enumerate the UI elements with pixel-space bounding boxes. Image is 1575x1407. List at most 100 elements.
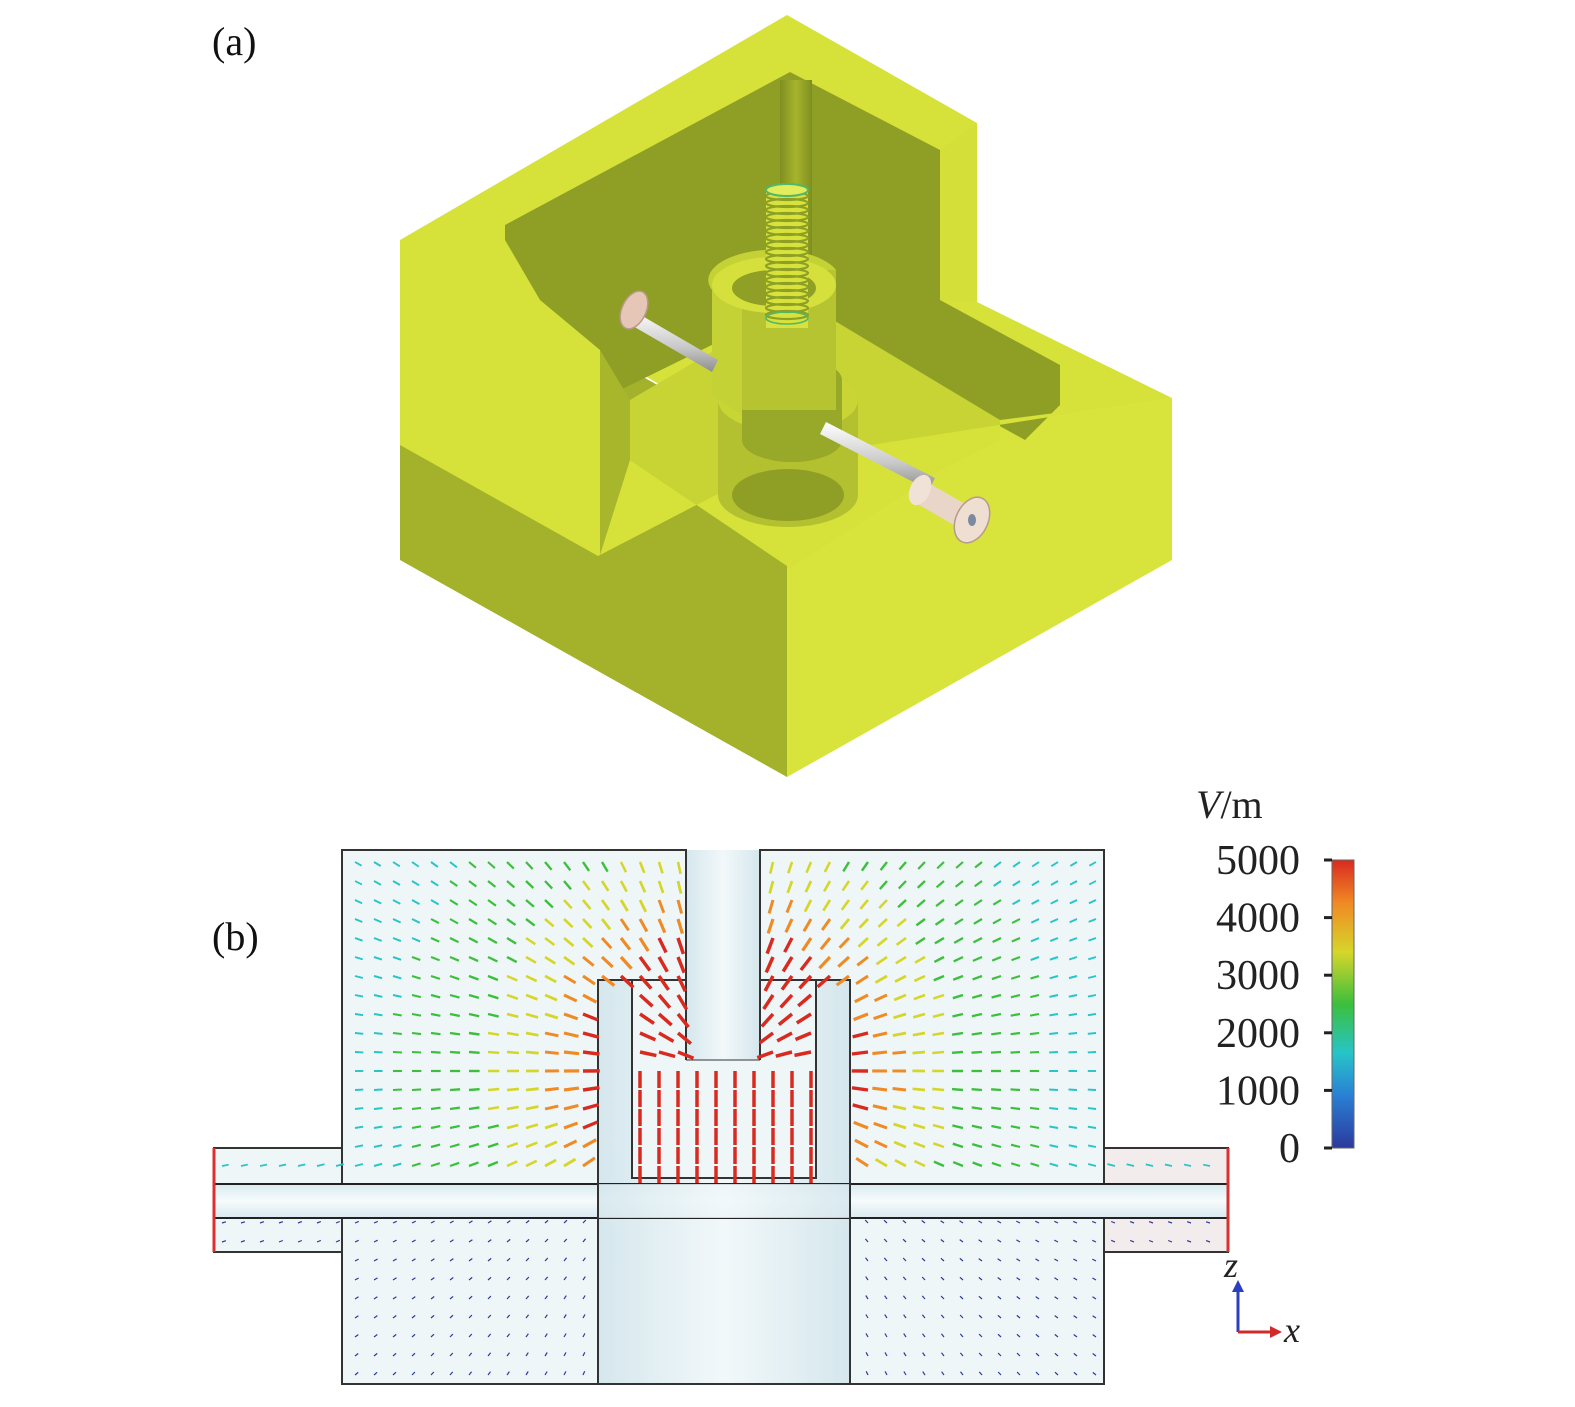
field-arrow xyxy=(902,1276,907,1281)
field-arrow xyxy=(1088,861,1097,867)
field-arrow xyxy=(221,1221,227,1224)
field-arrow xyxy=(932,1142,945,1149)
field-arrow xyxy=(525,1276,530,1281)
field-arrow xyxy=(525,1123,539,1130)
field-arrow xyxy=(1030,974,1040,980)
field-arrow xyxy=(582,1219,587,1224)
field-arrow xyxy=(582,1102,600,1111)
field-arrow xyxy=(619,899,629,912)
field-arrow xyxy=(1068,994,1078,998)
field-arrow xyxy=(354,956,363,961)
field-arrow xyxy=(582,1238,587,1243)
field-arrow xyxy=(316,1221,322,1224)
field-arrow xyxy=(934,918,945,926)
field-arrow xyxy=(1054,1315,1059,1319)
field-arrow xyxy=(903,1371,907,1376)
field-arrow xyxy=(1049,937,1059,943)
field-arrow xyxy=(960,1371,964,1376)
field-arrow xyxy=(373,1258,378,1262)
field-arrow xyxy=(864,1219,869,1224)
field-arrow xyxy=(1088,899,1097,905)
field-arrow xyxy=(373,1334,378,1338)
field-arrow xyxy=(354,1371,359,1376)
field-arrow xyxy=(335,1163,344,1167)
field-arrow xyxy=(951,1050,964,1054)
field-arrow xyxy=(971,1088,983,1092)
field-arrow xyxy=(1049,1107,1059,1110)
field-arrow xyxy=(449,955,460,962)
field-arrow xyxy=(487,936,498,945)
field-arrow xyxy=(1054,1371,1059,1376)
field-arrow xyxy=(1068,1162,1078,1167)
field-arrow xyxy=(676,975,687,992)
field-arrow xyxy=(978,1371,983,1376)
field-arrow xyxy=(525,1031,539,1037)
field-arrow xyxy=(468,1106,480,1111)
field-arrow xyxy=(563,1238,568,1243)
field-arrow xyxy=(430,1258,435,1262)
field-arrow xyxy=(525,918,536,927)
field-arrow xyxy=(525,1371,529,1376)
field-arrow xyxy=(468,1142,480,1149)
field-arrow xyxy=(1030,993,1040,999)
field-arrow xyxy=(430,1088,441,1092)
field-arrow xyxy=(1092,1277,1097,1281)
field-arrow xyxy=(411,1239,416,1243)
field-arrow xyxy=(921,1257,926,1262)
field-arrow xyxy=(872,1104,888,1111)
field-arrow xyxy=(1011,937,1021,943)
field-arrow xyxy=(1073,1371,1078,1376)
field-arrow xyxy=(392,861,401,868)
field-arrow xyxy=(1031,861,1040,868)
field-arrow xyxy=(1073,1352,1078,1357)
field-arrow xyxy=(1035,1371,1040,1376)
field-arrow xyxy=(638,955,652,972)
field-arrow xyxy=(392,1371,397,1376)
field-arrow xyxy=(991,1106,1002,1111)
field-arrow xyxy=(786,880,794,894)
field-arrow xyxy=(1030,918,1040,924)
field-arrow xyxy=(373,1296,378,1300)
field-arrow xyxy=(1068,1107,1078,1110)
field-arrow xyxy=(525,1257,530,1262)
field-arrow xyxy=(1030,1143,1040,1149)
field-arrow xyxy=(563,1012,579,1021)
field-arrow xyxy=(411,918,421,924)
field-arrow xyxy=(525,1159,538,1168)
field-arrow xyxy=(676,937,686,955)
field-arrow xyxy=(1186,1221,1192,1224)
field-arrow xyxy=(449,1161,460,1168)
field-arrow xyxy=(1050,861,1059,868)
field-arrow xyxy=(430,975,441,980)
field-arrow xyxy=(1029,1031,1040,1036)
field-arrow xyxy=(411,1050,422,1054)
field-arrow xyxy=(1016,1277,1021,1281)
colorbar-tick-label: 3000 xyxy=(1216,953,1300,999)
field-arrow xyxy=(1073,1258,1078,1262)
field-arrow xyxy=(959,1314,964,1319)
field-arrow xyxy=(468,1295,473,1300)
field-arrow xyxy=(912,1050,926,1055)
field-arrow xyxy=(921,1276,926,1281)
field-arrow xyxy=(525,993,538,1001)
field-arrow xyxy=(1087,1163,1097,1167)
field-arrow xyxy=(1049,1032,1059,1035)
field-arrow xyxy=(913,993,926,1001)
field-arrow xyxy=(993,880,1002,887)
field-arrow xyxy=(468,899,478,907)
field-arrow xyxy=(803,899,813,913)
field-arrow xyxy=(1088,918,1097,923)
cavity-front-notch xyxy=(600,398,1172,568)
field-arrow xyxy=(854,993,869,1004)
field-arrow xyxy=(816,974,832,989)
field-arrow xyxy=(794,1031,812,1042)
field-arrow xyxy=(581,899,592,910)
field-arrow xyxy=(525,861,534,870)
field-arrow xyxy=(758,1031,775,1045)
field-arrow xyxy=(544,1333,548,1338)
field-arrow xyxy=(619,861,628,873)
field-arrow xyxy=(1088,937,1097,942)
field-arrow xyxy=(781,956,794,973)
field-arrow xyxy=(638,993,654,1008)
field-arrow xyxy=(468,1258,473,1262)
